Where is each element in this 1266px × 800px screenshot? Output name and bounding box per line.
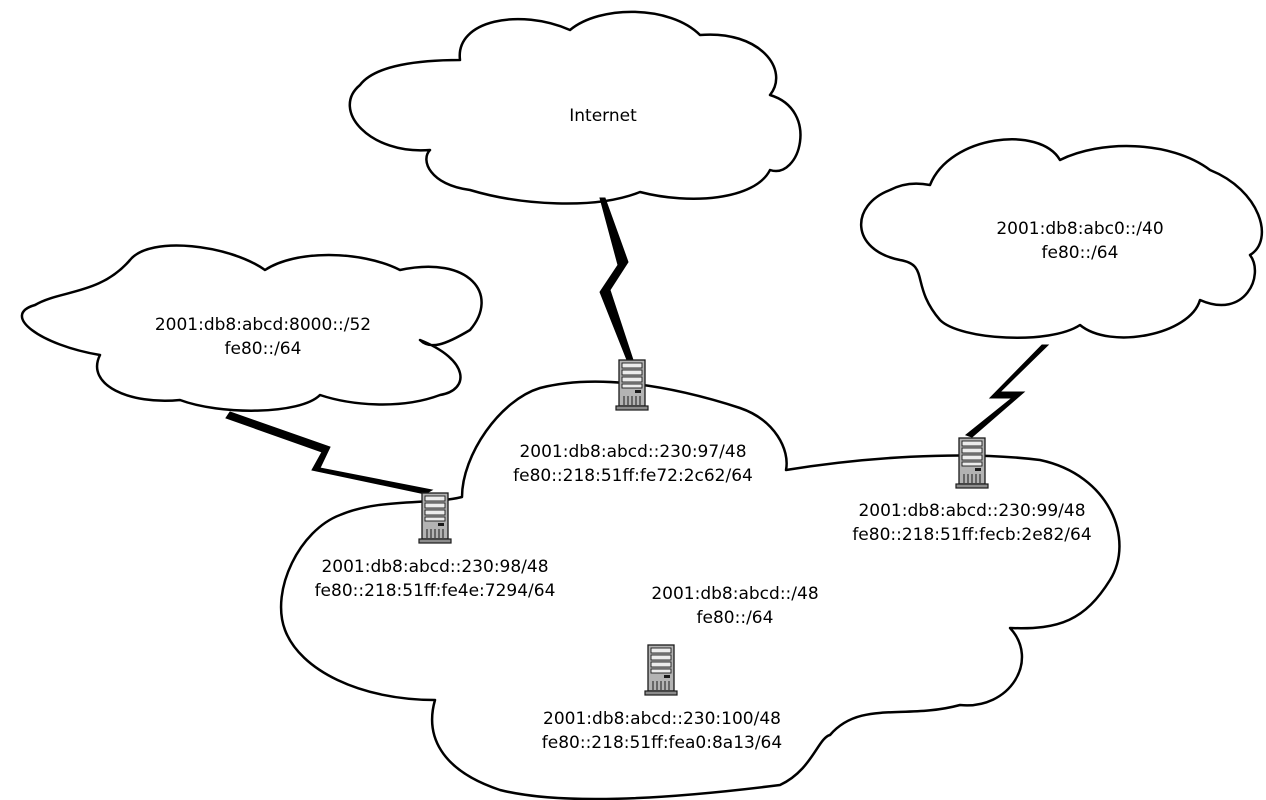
bottom-host-global-address: 2001:db8:abcd::230:100/48 xyxy=(543,709,781,729)
link-right-net-right-router xyxy=(964,344,1050,438)
right-router-server-icon xyxy=(955,437,989,489)
left-network-cloud xyxy=(20,244,483,412)
main-network-cloud xyxy=(279,380,1121,800)
top-router-server-icon xyxy=(615,359,649,411)
right-router-global-address: 2001:db8:abcd::230:99/48 xyxy=(858,501,1085,521)
internet-label: Internet xyxy=(569,106,637,126)
right-net-prefix-label: 2001:db8:abc0::/40 xyxy=(996,219,1163,239)
main-net-prefix-label: 2001:db8:abcd::/48 xyxy=(651,584,818,604)
left-router-linklocal-address: fe80::218:51ff:fe4e:7294/64 xyxy=(315,581,556,601)
top-router-global-address: 2001:db8:abcd::230:97/48 xyxy=(519,442,746,462)
bottom-host-linklocal-address: fe80::218:51ff:fea0:8a13/64 xyxy=(542,733,782,753)
main-net-linklocal-label: fe80::/64 xyxy=(697,608,774,628)
right-router-linklocal-address: fe80::218:51ff:fecb:2e82/64 xyxy=(852,525,1091,545)
right-network-cloud xyxy=(860,138,1264,339)
left-router-server-icon xyxy=(418,492,452,544)
internet-cloud xyxy=(348,10,802,205)
left-router-global-address: 2001:db8:abcd::230:98/48 xyxy=(321,557,548,577)
left-net-prefix-label: 2001:db8:abcd:8000::/52 xyxy=(155,315,371,335)
right-net-linklocal-label: fe80::/64 xyxy=(1042,243,1119,263)
bottom-host-server-icon xyxy=(644,644,678,696)
link-left-net-left-router xyxy=(225,411,434,495)
link-internet-top-router xyxy=(599,197,634,361)
top-router-linklocal-address: fe80::218:51ff:fe72:2c62/64 xyxy=(513,466,753,486)
left-net-linklocal-label: fe80::/64 xyxy=(225,339,302,359)
